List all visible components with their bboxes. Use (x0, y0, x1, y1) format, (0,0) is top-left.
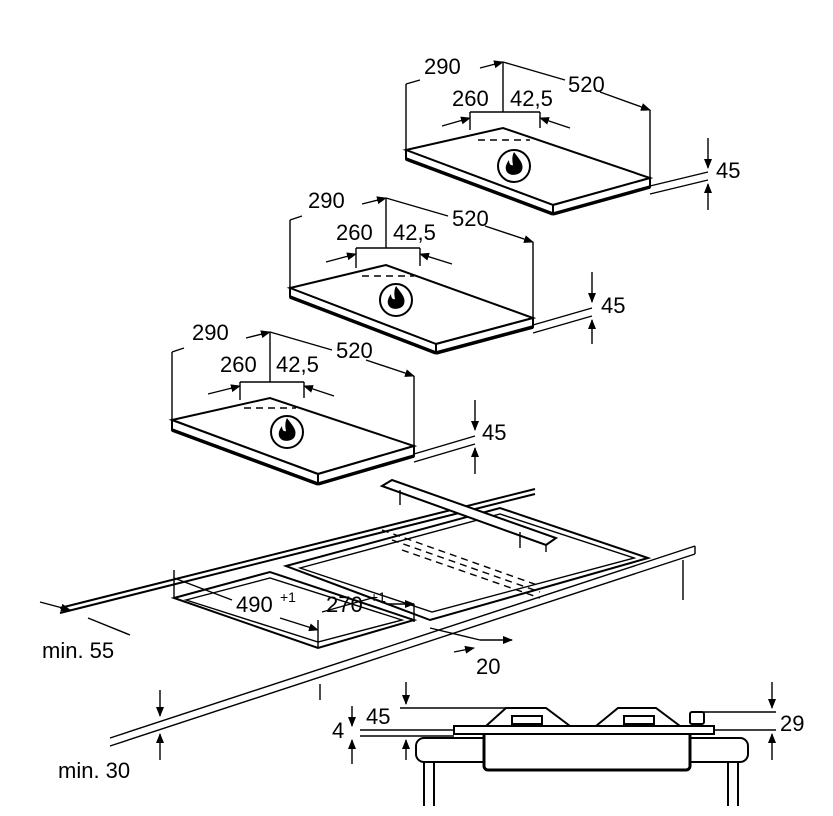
hob-2-width-total: 290 (308, 188, 345, 213)
seal-thickness: 4 (332, 718, 344, 743)
hob-2-height: 45 (601, 293, 625, 318)
cutout-width: 490 (236, 592, 273, 617)
hob-3-depth: 520 (336, 338, 373, 363)
hob-1-width-inner: 260 (452, 86, 489, 111)
worktop-min-thickness: min. 30 (58, 758, 130, 783)
hob-2-offset: 42,5 (393, 220, 436, 245)
flame-icon (379, 283, 413, 317)
flame-icon (497, 149, 531, 183)
cutout-width-tolerance: +1 (280, 589, 296, 605)
hob-3-width-total: 290 (192, 320, 229, 345)
hob-unit-2: 290 260 42,5 520 45 (286, 188, 625, 355)
hob-unit-1: 290 260 42,5 520 45 (402, 54, 740, 216)
hob-3-width-inner: 260 (220, 352, 257, 377)
cutout-depth-tolerance: +1 (370, 589, 386, 605)
hob-1-depth: 520 (568, 72, 605, 97)
cutout-depth: 270 (326, 592, 363, 617)
side-section-view: 4 45 29 (332, 682, 804, 806)
hob-3-height: 45 (482, 420, 506, 445)
hob-1-height: 45 (716, 158, 740, 183)
hob-unit-3: 290 260 42,5 520 45 (168, 320, 506, 486)
worktop-cutout: 490 +1 270 +1 20 min. 55 (39, 478, 696, 747)
cutout-edge-gap: 20 (476, 654, 500, 679)
hob-2-width-inner: 260 (336, 220, 373, 245)
hob-1-width-total: 290 (424, 54, 461, 79)
hob-2-depth: 520 (452, 206, 489, 231)
hob-top-height: 45 (366, 704, 390, 729)
cutout-min-front: min. 55 (42, 638, 114, 663)
hob-3-offset: 42,5 (276, 352, 319, 377)
knob-height: 29 (780, 711, 804, 736)
flame-icon (270, 415, 304, 449)
hob-1-offset: 42,5 (510, 86, 553, 111)
worktop-thickness: min. 30 (58, 690, 164, 783)
